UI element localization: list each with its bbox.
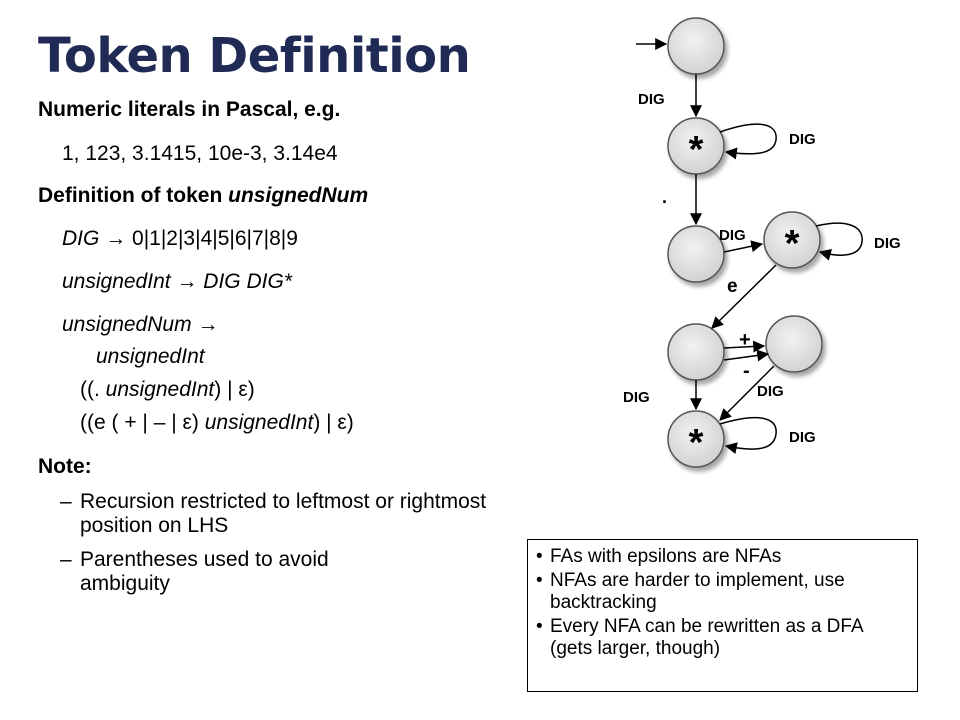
state-exp-accept: * xyxy=(667,410,725,468)
rule-num-line2-a: ((. xyxy=(80,378,106,401)
state-sign xyxy=(765,315,823,373)
label-dig-loop3: DIG xyxy=(789,429,816,446)
rule-num: unsignedNum → xyxy=(62,313,218,337)
arrow-icon: → xyxy=(197,313,219,336)
accept-star-icon: * xyxy=(785,223,800,265)
rule-int-rhs: DIG DIG* xyxy=(203,270,292,293)
state-after-dot xyxy=(667,225,725,283)
label-dig-mid: DIG xyxy=(719,227,746,244)
label-dig-start: DIG xyxy=(638,91,665,108)
rule-dig: DIG → 0|1|2|3|4|5|6|7|8|9 xyxy=(62,227,298,251)
edge-plus xyxy=(723,340,766,353)
rule-num-line2: ((. unsignedInt) | ε) xyxy=(80,378,255,402)
rule-dig-lhs: DIG xyxy=(62,227,100,250)
accept-star-icon: * xyxy=(689,422,704,464)
rule-num-line2-b: unsignedInt xyxy=(105,378,215,401)
note-item-1: Recursion restricted to leftmost or righ… xyxy=(80,490,487,537)
rule-num-line3: ((e ( + | – | ε) unsignedInt) | ε) xyxy=(80,411,354,435)
rule-num-lhs: unsignedNum xyxy=(62,313,192,336)
edge-e xyxy=(711,264,777,329)
rule-num-line2-c: ) | ε) xyxy=(214,378,255,401)
state-after-e xyxy=(667,323,725,381)
note-heading: Note: xyxy=(38,455,92,478)
numeric-heading: Numeric literals in Pascal, e.g. xyxy=(38,98,341,121)
rule-num-line3-c: ) | ε) xyxy=(313,411,354,434)
state-start xyxy=(667,17,725,75)
note-dash-1: – xyxy=(60,490,72,513)
definition-token: unsignedNum xyxy=(228,184,369,207)
rule-int: unsignedInt → DIG DIG* xyxy=(62,270,292,294)
nfa-note-box: FAs with epsilons are NFAs NFAs are hard… xyxy=(527,539,918,692)
nfa-note-item: FAs with epsilons are NFAs xyxy=(536,546,909,568)
state-int-accept: * xyxy=(667,117,725,175)
loop-dig-3 xyxy=(719,416,777,454)
label-dig-loop2: DIG xyxy=(874,235,901,252)
rule-dig-rhs: 0|1|2|3|4|5|6|7|8|9 xyxy=(132,227,298,250)
state-frac-accept: * xyxy=(763,211,821,269)
accept-star-icon: * xyxy=(689,129,704,171)
edge-dig-sign xyxy=(719,365,775,421)
label-plus: + xyxy=(739,329,751,351)
label-dot: . xyxy=(662,187,667,207)
nfa-note-item: NFAs are harder to implement, use backtr… xyxy=(536,570,909,614)
edge-minus xyxy=(723,349,770,362)
label-dig-left: DIG xyxy=(623,389,650,406)
rule-int-lhs: unsignedInt xyxy=(62,270,171,293)
note-dash-2: – xyxy=(60,548,72,571)
examples-line: 1, 123, 3.1415, 10e-3, 3.14e4 xyxy=(62,142,338,165)
label-dig-loop1: DIG xyxy=(789,131,816,148)
rule-num-line1: unsignedInt xyxy=(96,345,205,368)
rule-num-line3-a: ((e ( + | – | ε) xyxy=(80,411,205,434)
loop-dig-1 xyxy=(719,123,777,160)
arrow-icon: → xyxy=(105,227,127,250)
label-dig-sign: DIG xyxy=(757,383,784,400)
label-e: e xyxy=(727,276,738,297)
loop-dig-2 xyxy=(815,222,863,261)
nfa-note-item: Every NFA can be rewritten as a DFA (get… xyxy=(536,616,909,660)
arrow-icon: → xyxy=(176,270,198,293)
rule-num-line3-b: unsignedInt xyxy=(204,411,314,434)
definition-prefix: Definition of token xyxy=(38,184,229,207)
definition-heading: Definition of token unsignedNum xyxy=(38,184,368,208)
page-title: Token Definition xyxy=(38,28,471,84)
note-item-2: Parentheses used to avoid ambiguity xyxy=(80,548,329,595)
edge-dig-mid xyxy=(723,240,764,253)
label-minus: - xyxy=(743,360,750,382)
